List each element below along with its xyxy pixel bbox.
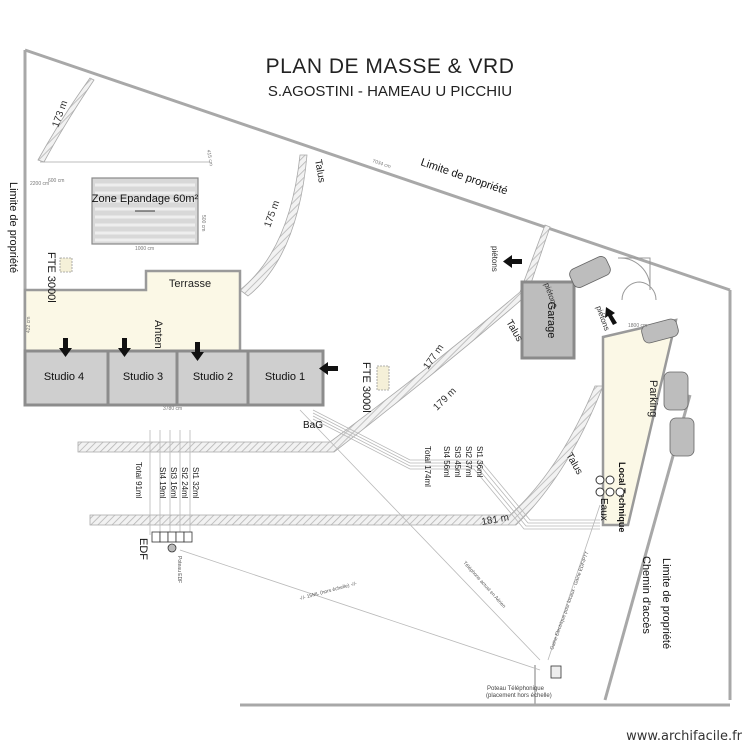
studios-building: Studio 4 Studio 3 Studio 2 Studio 1 [23, 349, 325, 407]
dim-600cm: 600 cm [48, 178, 64, 184]
studio-1-label: Studio 1 [265, 371, 305, 383]
cable-right-st2: St2 37ml [464, 446, 473, 478]
dim-422cm: 422 cm [26, 317, 32, 333]
dim-3780cm: 3780 cm [163, 406, 182, 412]
cable-right-st3: St3 45ml [453, 446, 462, 478]
cable-left-total: Total 91ml [134, 462, 143, 499]
page-title: PLAN DE MASSE & VRD [265, 55, 515, 78]
talus-strips [37, 77, 604, 526]
gaine-note: Gaine Electrique pour locaux - Gaine EDF… [549, 551, 590, 651]
poteau-tel-label-1: Poteau Téléphonique [487, 686, 545, 692]
pietons-label-1: piétons [490, 246, 499, 272]
terrasse-label: Terrasse [169, 278, 211, 290]
poteau-edf-label: Poteau EDF [176, 556, 182, 583]
dim-1000cm: 1000 cm [135, 246, 154, 252]
limite-top-label: Limite de propriété [419, 156, 509, 197]
dim-7034cm: 7034 cm [371, 158, 391, 170]
bag-label: BaG [303, 420, 323, 431]
cars [569, 256, 695, 457]
cable-table-left: St1 32ml St2 24ml St3 16ml St4 19ml Tota… [134, 462, 200, 499]
meter-icons [595, 475, 625, 497]
cable-left-st4: St4 19ml [158, 467, 167, 499]
garage-label: Garage [545, 302, 557, 339]
zone-epandage-label: Zone Epandage 60m² [92, 193, 199, 205]
dim-179-label: 179 m [431, 386, 458, 413]
fte-tanks [59, 257, 390, 391]
cable-right-total: Total 174ml [423, 446, 432, 487]
zone-epandage: Zone Epandage 60m² [91, 177, 199, 245]
studio-3-label: Studio 3 [123, 371, 163, 383]
studio-2-label: Studio 2 [193, 371, 233, 383]
dim-181-label: 181 m [481, 512, 510, 528]
cable-table-right: St1 36ml St2 37ml St3 45ml St4 56ml Tota… [423, 446, 484, 487]
talus-label-1: Talus [312, 159, 327, 184]
echelle-note: -//- 15ML (hors échelle) -//- [299, 581, 358, 602]
cable-left-st2: St2 24ml [180, 467, 189, 499]
studio-4-label: Studio 4 [44, 371, 84, 383]
limite-right-label: Limite de propriété [660, 558, 672, 649]
pietons-label-3: piétons [594, 305, 611, 332]
service-lines [149, 409, 601, 671]
cable-left-st1: St1 32ml [191, 467, 200, 499]
garage: Garage [520, 257, 657, 360]
parking-label: Parking [647, 380, 659, 417]
cable-left-st3: St3 16ml [169, 467, 178, 499]
limite-left-label: Limite de propriété [7, 182, 19, 273]
page-subtitle: S.AGOSTINI - HAMEAU U PICCHIU [267, 83, 513, 100]
dim-415cm: 415 cm [205, 149, 214, 166]
fte-mid-label: FTE 3000l [360, 362, 372, 413]
chemin-label: Chemin d'accès [640, 556, 652, 634]
dim-175-label: 175 m [262, 199, 282, 229]
fte-left-label: FTE 3000l [45, 252, 57, 303]
watermark-logo: www.archifacile.fr [626, 729, 742, 744]
small-dimension-labels: 600 cm 2200 cm 1000 cm 500 cm 415 cm 703… [26, 149, 647, 412]
edf-label: EDF [137, 538, 149, 560]
edf-box [151, 531, 562, 679]
poteau-tel-label-2: (placement hors échelle) [486, 693, 552, 699]
local-technique-label: Local Technique [617, 462, 627, 532]
cable-right-st4: St4 56ml [442, 446, 451, 478]
dim-2200cm: 2200 cm [30, 181, 49, 187]
dim-1800cm: 1800 cm [628, 323, 647, 329]
dim-500cm: 500 cm [200, 215, 206, 231]
eaux-label: Eaux [598, 498, 609, 521]
parking-area [601, 318, 678, 527]
talus-label-3: Talus [563, 451, 584, 477]
cable-right-st1: St1 36ml [475, 446, 484, 478]
